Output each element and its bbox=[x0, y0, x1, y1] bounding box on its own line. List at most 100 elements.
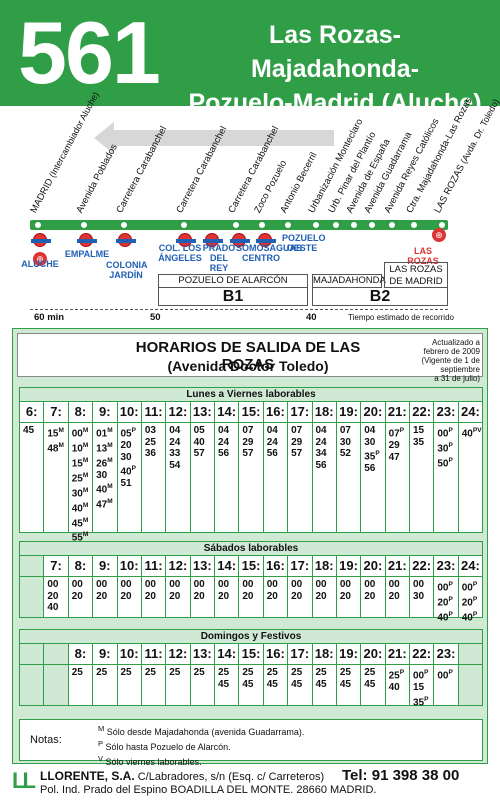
stop-dot bbox=[180, 221, 188, 229]
note-item: P Sólo hasta Pozuelo de Alarcón. bbox=[98, 739, 231, 752]
minute-column: 25 bbox=[93, 665, 118, 705]
departure-minute: 34 bbox=[315, 448, 327, 460]
departure-minute: 00 bbox=[364, 579, 376, 590]
departure-minute: 25 bbox=[339, 667, 351, 678]
departure-minute: 20 bbox=[218, 590, 230, 602]
departure-minute: 00 bbox=[266, 579, 278, 590]
note-item: M Sólo desde Majadahonda (avenida Guadar… bbox=[98, 724, 305, 737]
updated-note: Actualizado a febrero de 2009 (Vigente d… bbox=[380, 338, 480, 383]
departure-minute: 20 bbox=[169, 590, 181, 602]
hour-cell: 16: bbox=[263, 644, 289, 664]
cercanias-icon: ⊕ bbox=[33, 252, 47, 266]
zone-b2: B2 bbox=[312, 288, 448, 306]
conn-col-angeles: COL. LOS ÁNGELES bbox=[158, 243, 202, 263]
departure-minute: 04 bbox=[364, 425, 376, 436]
departure-minute: 20 bbox=[71, 590, 83, 602]
departure-minute: 56 bbox=[315, 459, 327, 471]
departure-minute: 30 bbox=[413, 590, 425, 602]
departure-minute: 57 bbox=[193, 448, 205, 460]
departure-minute: 40M bbox=[96, 483, 113, 496]
departure-minute: 20 bbox=[339, 590, 351, 602]
light-rail-icon bbox=[203, 233, 223, 247]
time-40: 40 bbox=[306, 312, 317, 323]
departure-minute: 45 bbox=[23, 425, 35, 436]
departure-minute: 00 bbox=[413, 579, 425, 590]
hour-cell bbox=[20, 644, 45, 664]
header-band: 561 Las Rozas-Majadahonda- Pozuelo-Madri… bbox=[0, 0, 500, 117]
stop-dot bbox=[258, 221, 266, 229]
departure-minute: 04 bbox=[218, 425, 230, 436]
departure-minute: 25M bbox=[71, 471, 89, 485]
hour-cell: 7: bbox=[44, 402, 69, 422]
zone-pozuelo: POZUELO DE ALARCÓN bbox=[158, 274, 308, 288]
departure-minute: 25 bbox=[242, 667, 254, 678]
departure-minute: 24 bbox=[169, 436, 181, 448]
route-line-2: Pozuelo-Madrid (Aluche) bbox=[188, 89, 482, 117]
minute-column bbox=[20, 577, 45, 617]
departure-minute: 25 bbox=[364, 667, 376, 678]
departure-minute: 00P bbox=[437, 581, 453, 594]
departure-minute: 30 bbox=[364, 436, 376, 448]
departure-minute: 47 bbox=[388, 451, 400, 463]
departure-minute: 15M bbox=[47, 427, 64, 440]
stop-name: MADRID bbox=[28, 176, 56, 215]
hour-cell: 24: bbox=[458, 402, 483, 422]
departure-minute: 51 bbox=[120, 478, 132, 490]
departure-minute: 25 bbox=[96, 667, 108, 678]
departure-minute: 10M bbox=[71, 441, 89, 455]
departure-minute: 00 bbox=[96, 579, 108, 590]
conn-somosaguas: SOMOSAGUAS CENTRO bbox=[236, 243, 303, 263]
hour-cell: 23: bbox=[434, 402, 459, 422]
direction-band bbox=[112, 130, 334, 146]
time-50: 50 bbox=[150, 312, 161, 323]
route-line-1: Las Rozas-Majadahonda- bbox=[250, 21, 420, 83]
departure-minute: 00 bbox=[242, 579, 254, 590]
hour-cell: 7: bbox=[44, 556, 69, 576]
departure-minute: 00 bbox=[315, 579, 327, 590]
departure-minute: 57 bbox=[291, 448, 303, 460]
departure-minute: 47M bbox=[96, 498, 113, 511]
zone-majadahonda: MAJADAHONDA bbox=[312, 274, 386, 288]
departure-minute: 30 bbox=[120, 451, 132, 463]
updated-line: (Vigente de 1 de septiembre bbox=[421, 356, 480, 374]
hour-cell: 22: bbox=[410, 644, 435, 664]
updated-line: febrero de 2009 bbox=[423, 347, 481, 356]
hour-cell: 14: bbox=[215, 556, 240, 576]
departure-minute: 45M bbox=[71, 516, 89, 529]
stop-dot bbox=[368, 221, 376, 229]
updated-line: a 31 de julio) bbox=[434, 374, 480, 383]
conn-colonia-jardin: COLONIA JARDÍN bbox=[106, 260, 148, 280]
hour-cell: 21: bbox=[385, 402, 410, 422]
stop-dot bbox=[80, 221, 88, 229]
departure-minute: 00P bbox=[437, 669, 453, 682]
departure-minute: 04 bbox=[315, 425, 327, 436]
departure-minute: 45 bbox=[339, 678, 351, 690]
company-name: LLORENTE, S.A. bbox=[40, 769, 135, 783]
departure-minute: 25 bbox=[120, 667, 132, 678]
line-number: 561 bbox=[18, 3, 161, 102]
departure-minute: 50P bbox=[437, 456, 453, 470]
departure-minute: 07P bbox=[388, 427, 405, 440]
minute-column: 25 bbox=[190, 665, 215, 705]
hour-cell: 14: bbox=[215, 402, 240, 422]
hour-cell: 11: bbox=[141, 644, 167, 664]
departure-minute: 24 bbox=[315, 436, 327, 448]
schedule-section-title: Domingos y Festivos bbox=[20, 630, 482, 644]
light-rail-icon bbox=[230, 233, 250, 247]
